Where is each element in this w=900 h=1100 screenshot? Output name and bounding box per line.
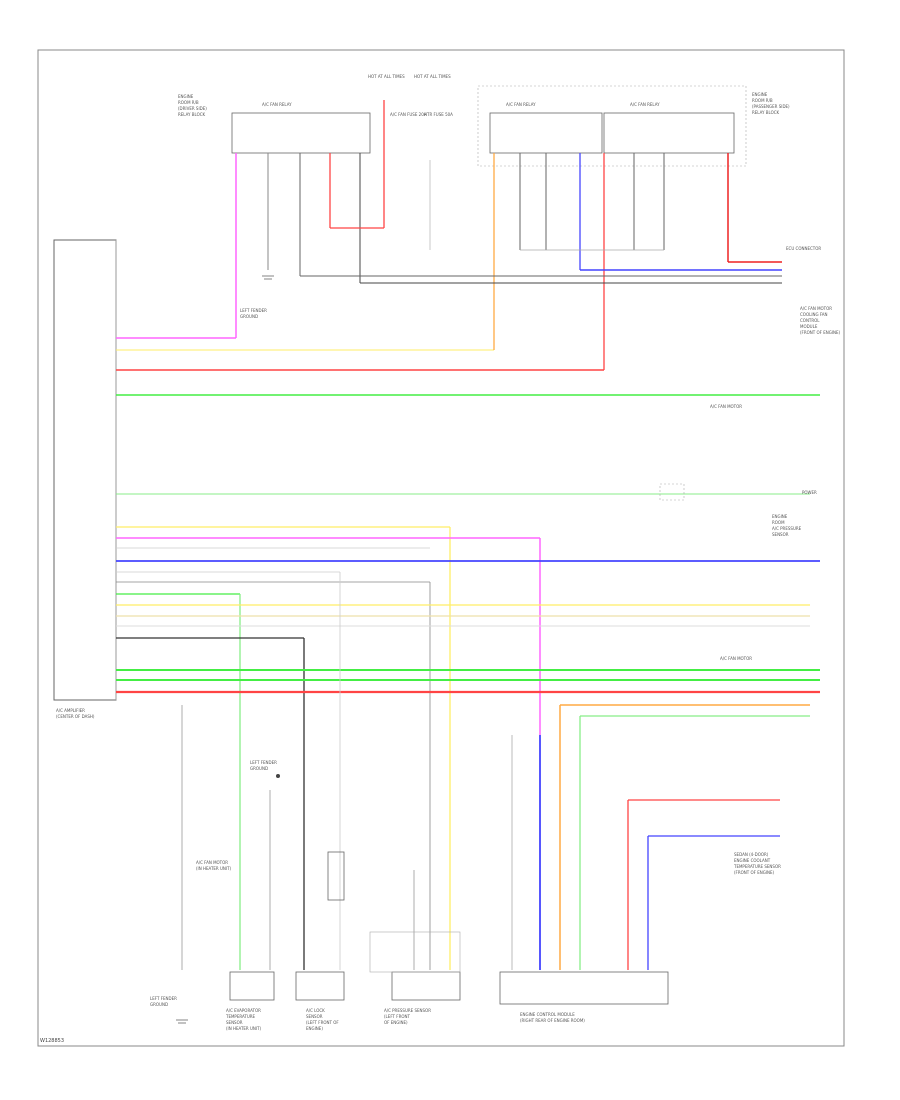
svg-text:A/C LOCK: A/C LOCK xyxy=(306,1008,325,1013)
splice-point xyxy=(276,774,280,778)
passenger-relay-block xyxy=(477,85,747,167)
tag-center: A/C FAN MOTOR xyxy=(710,404,742,409)
relay-box-center xyxy=(489,112,603,154)
svg-text:OF ENGINE): OF ENGINE) xyxy=(384,1020,408,1025)
svg-text:ROOM: ROOM xyxy=(772,520,785,525)
page-code: W128853 xyxy=(40,1038,64,1044)
left-connector-block xyxy=(53,239,117,701)
svg-text:TEMPERATURE: TEMPERATURE xyxy=(225,1014,256,1019)
svg-text:TEMPERATURE SENSOR: TEMPERATURE SENSOR xyxy=(733,864,781,869)
svg-text:LEFT FENDER: LEFT FENDER xyxy=(150,996,177,1001)
diagram-frame xyxy=(37,49,845,1047)
ground-symbol-left xyxy=(176,1019,188,1024)
relay-box-left xyxy=(231,112,371,154)
svg-text:RELAY BLOCK: RELAY BLOCK xyxy=(178,112,206,117)
svg-text:MODULE: MODULE xyxy=(800,324,818,329)
label-left-component: A/C AMPLIFIER (CENTER OF DASH) xyxy=(56,708,95,719)
svg-text:ENGINE CONTROL MODULE: ENGINE CONTROL MODULE xyxy=(520,1012,575,1017)
svg-text:(FRONT OF ENGINE): (FRONT OF ENGINE) xyxy=(734,870,775,875)
fuse-label-2: HTR FUSE 50A xyxy=(424,112,453,117)
svg-text:ENGINE COOLANT: ENGINE COOLANT xyxy=(734,858,771,863)
svg-text:ENGINE: ENGINE xyxy=(178,94,194,99)
svg-text:(FRONT OF ENGINE): (FRONT OF ENGINE) xyxy=(800,330,841,335)
label-ground-mid: LEFT FENDER GROUND xyxy=(250,760,277,771)
power-tag: POWER xyxy=(802,490,817,495)
fuse-label-1: A/C FAN FUSE 20A xyxy=(390,112,427,117)
label-right-lower: SEDAN (4-DOOR) ENGINE COOLANT TEMPERATUR… xyxy=(733,852,781,875)
svg-text:A/C FAN MOTOR: A/C FAN MOTOR xyxy=(196,860,228,865)
right-connector-label: ECU CONNECTOR xyxy=(786,246,821,251)
lock-sensor-box xyxy=(295,971,345,1001)
label-left-fender-bottom: LEFT FENDER GROUND xyxy=(150,996,177,1007)
label-top-left: ENGINE ROOM R/B (DRIVER SIDE) RELAY BLOC… xyxy=(178,94,207,117)
svg-text:(IN HEATER UNIT): (IN HEATER UNIT) xyxy=(226,1026,262,1031)
svg-text:LEFT FENDER: LEFT FENDER xyxy=(240,308,267,313)
svg-text:SENSOR: SENSOR xyxy=(306,1014,323,1019)
svg-text:RELAY BLOCK: RELAY BLOCK xyxy=(752,110,780,115)
svg-text:(RIGHT REAR OF ENGINE ROOM): (RIGHT REAR OF ENGINE ROOM) xyxy=(520,1018,585,1023)
svg-text:ENGINE: ENGINE xyxy=(752,92,768,97)
label-left-ground: LEFT FENDER GROUND xyxy=(240,308,267,319)
svg-text:(LEFT FRONT: (LEFT FRONT xyxy=(384,1014,410,1019)
svg-text:A/C PRESSURE SENSOR: A/C PRESSURE SENSOR xyxy=(384,1008,431,1013)
tag-lower: A/C FAN MOTOR xyxy=(720,656,752,661)
svg-text:ROOM R/B: ROOM R/B xyxy=(178,100,199,105)
resistor-block xyxy=(327,851,345,901)
svg-text:SENSOR: SENSOR xyxy=(226,1020,243,1025)
svg-text:ENGINE): ENGINE) xyxy=(306,1026,323,1031)
svg-text:(CENTER OF DASH): (CENTER OF DASH) xyxy=(56,714,95,719)
pressure-sensor-frame xyxy=(369,931,461,973)
svg-text:(PASSENGER SIDE): (PASSENGER SIDE) xyxy=(752,104,790,109)
hot-label-2: HOT AT ALL TIMES xyxy=(414,74,451,79)
label-amp-note: A/C FAN MOTOR (IN HEATER UNIT) xyxy=(196,860,232,871)
svg-text:COOLING FAN: COOLING FAN xyxy=(800,312,828,317)
svg-text:GROUND: GROUND xyxy=(150,1002,168,1007)
label-top-right: ENGINE ROOM R/B (PASSENGER SIDE) RELAY B… xyxy=(752,92,790,115)
hot-label-1: HOT AT ALL TIMES xyxy=(368,74,405,79)
svg-text:GROUND: GROUND xyxy=(250,766,268,771)
svg-text:A/C FAN MOTOR: A/C FAN MOTOR xyxy=(800,306,832,311)
svg-text:A/C AMPLIFIER: A/C AMPLIFIER xyxy=(56,708,85,713)
ground-symbol-top xyxy=(262,275,274,280)
relay-label-c: A/C FAN RELAY xyxy=(630,102,660,107)
label-bottom-2: A/C LOCK SENSOR (LEFT FRONT OF ENGINE) xyxy=(306,1008,339,1031)
label-right-side: A/C FAN MOTOR COOLING FAN CONTROL MODULE… xyxy=(800,306,841,335)
relay-box-right xyxy=(603,112,735,154)
ecm-box xyxy=(499,971,669,1005)
label-bottom-3: A/C PRESSURE SENSOR (LEFT FRONT OF ENGIN… xyxy=(384,1008,431,1025)
svg-text:CONTROL: CONTROL xyxy=(800,318,820,323)
relay-label-b: A/C FAN RELAY xyxy=(506,102,536,107)
label-bottom-4: ENGINE CONTROL MODULE (RIGHT REAR OF ENG… xyxy=(520,1012,585,1023)
svg-text:(LEFT FRONT OF: (LEFT FRONT OF xyxy=(306,1020,339,1025)
svg-text:(IN HEATER UNIT): (IN HEATER UNIT) xyxy=(196,866,232,871)
evaporator-sensor-box xyxy=(229,971,275,1001)
label-bottom-1: A/C EVAPORATOR TEMPERATURE SENSOR (IN HE… xyxy=(225,1008,262,1031)
pressure-sensor-box xyxy=(391,971,461,1001)
svg-text:A/C EVAPORATOR: A/C EVAPORATOR xyxy=(226,1008,261,1013)
svg-text:A/C PRESSURE: A/C PRESSURE xyxy=(772,526,802,531)
svg-text:SEDAN (4-DOOR): SEDAN (4-DOOR) xyxy=(734,852,769,857)
connector-box-mid xyxy=(659,483,685,501)
svg-text:ENGINE: ENGINE xyxy=(772,514,788,519)
relay-label-a: A/C FAN RELAY xyxy=(262,102,292,107)
svg-text:GROUND: GROUND xyxy=(240,314,258,319)
svg-text:ROOM R/B: ROOM R/B xyxy=(752,98,773,103)
svg-text:(DRIVER SIDE): (DRIVER SIDE) xyxy=(178,106,207,111)
svg-text:SENSOR: SENSOR xyxy=(772,532,789,537)
svg-text:LEFT FENDER: LEFT FENDER xyxy=(250,760,277,765)
label-right-mid-block: ENGINE ROOM A/C PRESSURE SENSOR xyxy=(772,514,802,537)
